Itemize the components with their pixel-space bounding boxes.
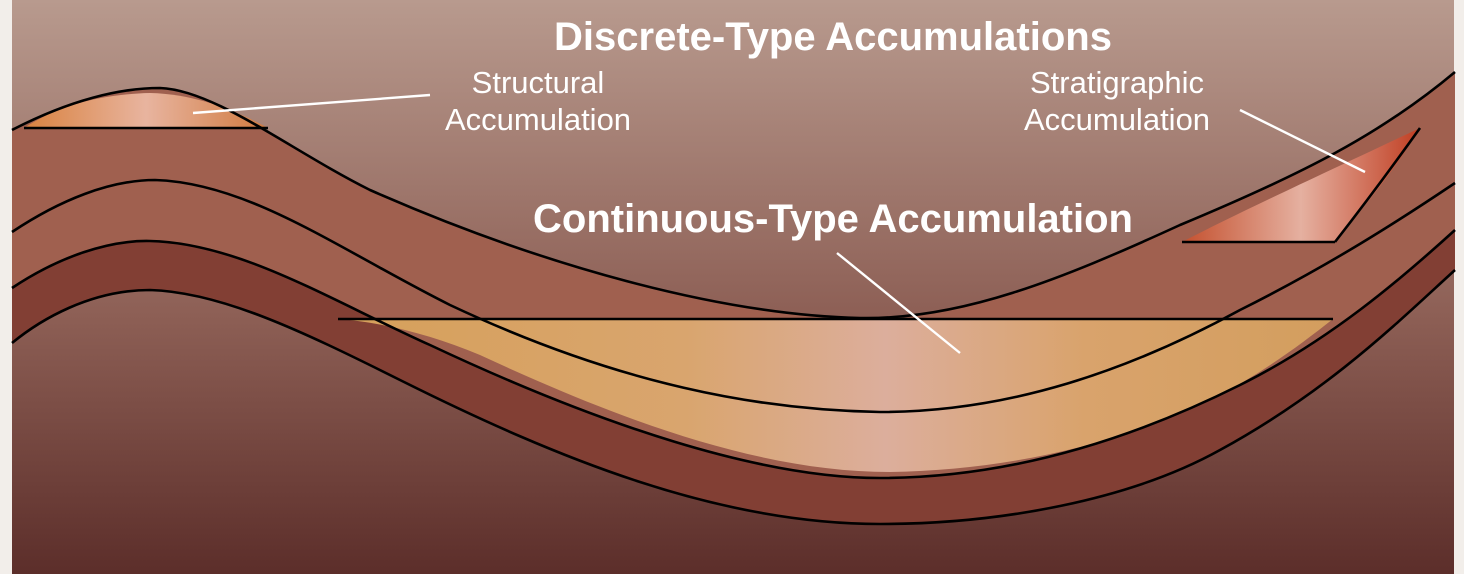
structural-label-line1: Structural [472, 65, 605, 100]
title: Discrete-Type Accumulations [554, 15, 1112, 59]
stratigraphic-label-line1: Stratigraphic [1030, 65, 1204, 100]
stratigraphic-label-line2: Accumulation [1024, 102, 1210, 137]
structural-label-line2: Accumulation [445, 102, 631, 137]
continuous-label: Continuous-Type Accumulation [533, 197, 1133, 241]
